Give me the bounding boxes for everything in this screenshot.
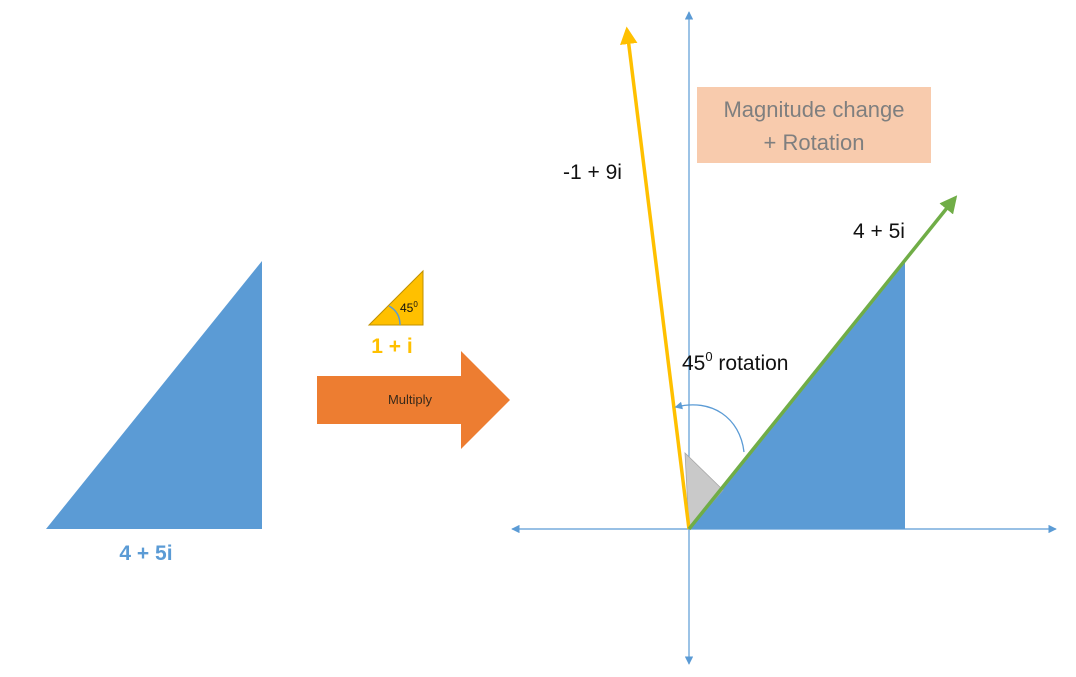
callout-box	[697, 87, 931, 163]
callout-line-2: + Rotation	[764, 130, 865, 155]
source-triangle-label: 4 + 5i	[119, 542, 172, 565]
multiplier-angle-arc-icon	[388, 305, 401, 326]
rotated-vector-label: -1 + 9i	[563, 161, 622, 184]
right-arrow-icon	[317, 351, 510, 449]
multiplier-angle-label: 450	[400, 300, 418, 315]
rotation-label: 450 rotation	[682, 349, 788, 375]
multiply-arrow-label: Multiply	[388, 392, 433, 407]
source-triangle	[46, 261, 262, 529]
curved-arrow-icon	[674, 401, 745, 453]
multiplier-label: 1 + i	[371, 335, 412, 358]
original-vector-label: 4 + 5i	[853, 220, 905, 243]
multiplier-triangle	[367, 269, 424, 326]
rotated-vector	[620, 26, 691, 530]
callout-line-1: Magnitude change	[723, 97, 904, 122]
original-vector	[687, 195, 958, 531]
